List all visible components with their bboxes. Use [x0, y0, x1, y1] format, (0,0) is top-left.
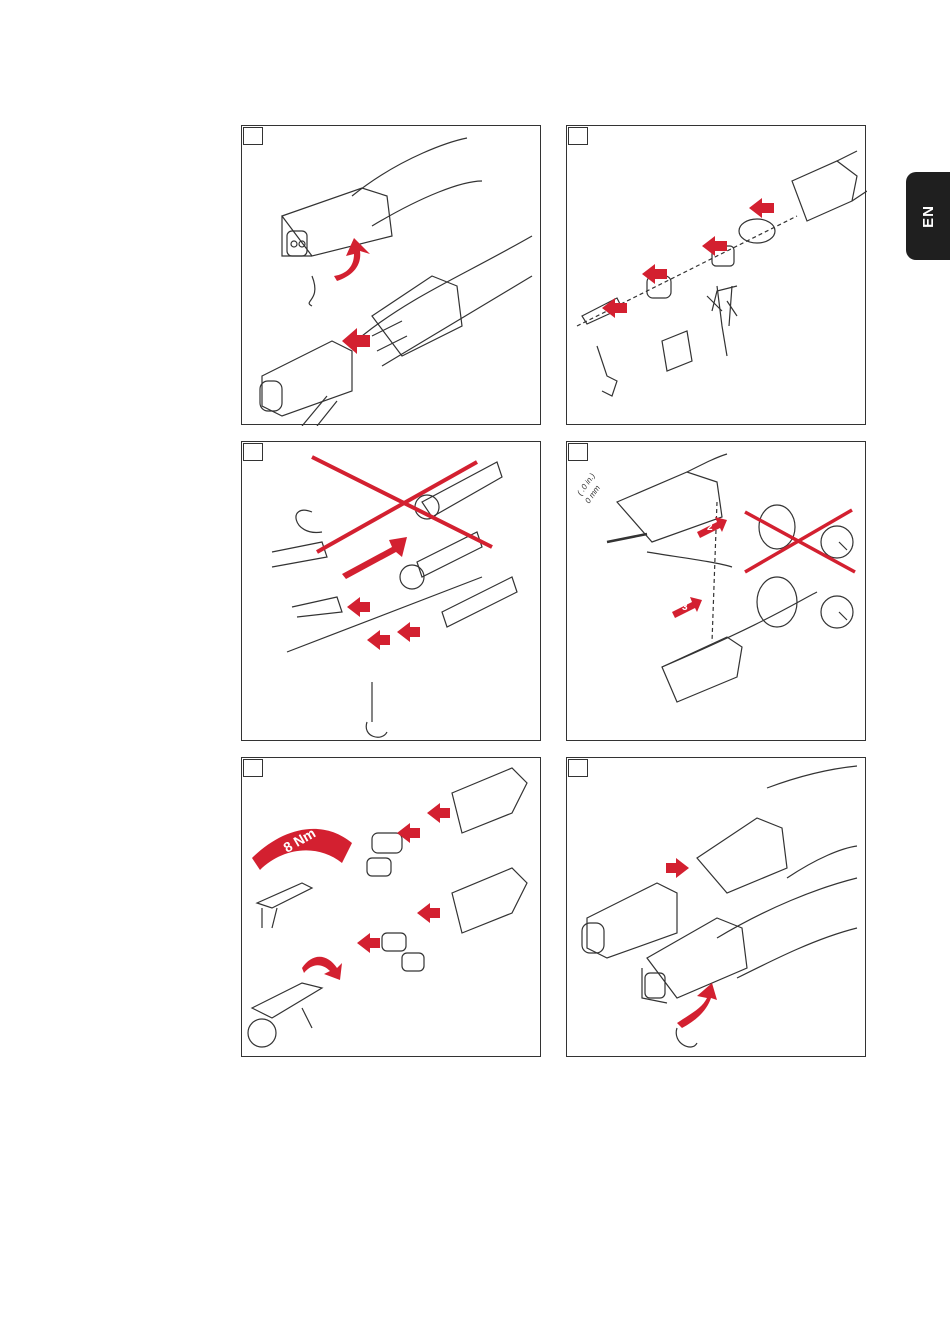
arrow-2-label: 2: [707, 522, 713, 533]
illustration-cut-liner: ( .0 in.) 0 mm 2 3: [567, 442, 867, 742]
illustration-torque: 8 Nm: [242, 758, 542, 1058]
step-panel-1: [241, 125, 541, 425]
arrow-small-2: [367, 630, 390, 650]
arrow-b: [427, 803, 450, 823]
torque-label: 8 Nm: [281, 825, 319, 856]
step-panel-2: [566, 125, 866, 425]
cross-mark: [745, 510, 855, 572]
arrow-curved-1: [302, 957, 342, 980]
step-panel-4: ( .0 in.) 0 mm 2 3: [566, 441, 866, 741]
arrow-left: [342, 328, 370, 354]
illustration-insert-liner: [242, 442, 542, 742]
arrow-4: [749, 198, 774, 218]
language-tab: EN: [906, 172, 950, 260]
step-panel-6: [566, 757, 866, 1057]
language-tab-label: EN: [920, 205, 937, 228]
illustration-remove-nozzle: [242, 126, 542, 426]
arrow-small-1: [347, 597, 370, 617]
arrow-right: [666, 858, 689, 878]
arrow-3-label: 3: [682, 602, 688, 613]
arrow-d: [417, 903, 440, 923]
arrow-c: [357, 933, 380, 953]
arrow-small-3: [397, 622, 420, 642]
step-panel-3: [241, 441, 541, 741]
arrow-long: [342, 537, 407, 579]
illustration-refit-nozzle: [567, 758, 867, 1058]
arrow-2: [642, 264, 667, 284]
arrow-curved: [334, 238, 370, 281]
illustration-remove-parts: [567, 126, 867, 426]
arrow-a: [397, 823, 420, 843]
step-panel-5: 8 Nm: [241, 757, 541, 1057]
